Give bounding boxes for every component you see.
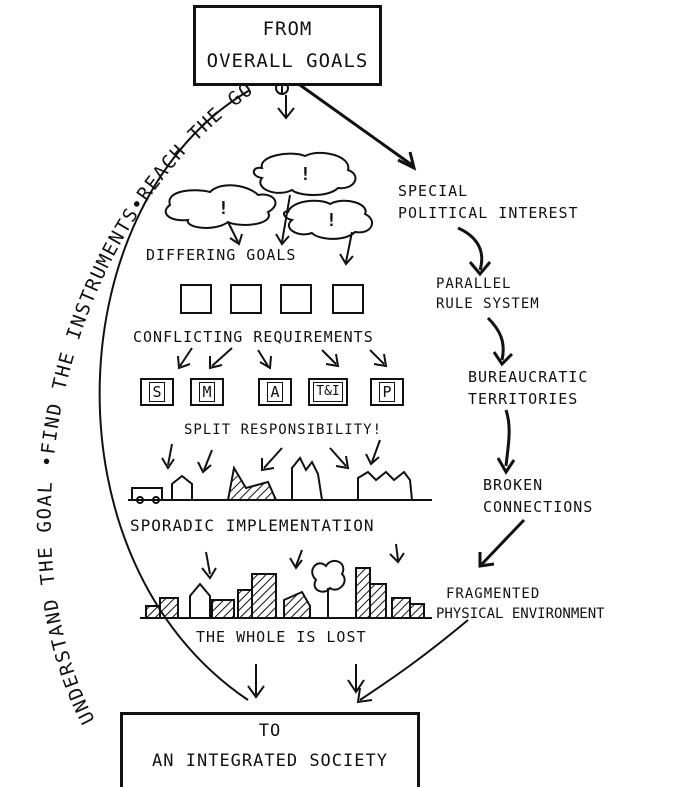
label-special-line2: POLITICAL INTEREST [398,204,579,222]
label-broken-line2: CONNECTIONS [483,498,594,516]
top-box-line1: FROM [262,18,313,40]
label-split-responsibility: SPLIT RESPONSIBILITY! [184,422,383,438]
department-box-p: P [370,378,404,406]
label-sporadic-implementation: SPORADIC IMPLEMENTATION [130,516,375,535]
label-whole-is-lost: THE WHOLE IS LOST [196,628,367,646]
label-bureaucratic-line2: TERRITORIES [468,390,579,408]
label-bureaucratic-line1: BUREAUCRATIC [468,368,589,386]
label-fragmented-line1: FRAGMENTED [446,586,541,602]
cloud-left [164,184,277,229]
label-differing-goals: DIFFERING GOALS [146,246,297,264]
bottom-box-line1: TO [258,721,282,741]
department-label-ti: T&I [313,382,343,402]
cloud-right-mark: ! [326,210,337,231]
label-parallel-line2: RULE SYSTEM [436,296,540,312]
department-box-s: S [140,378,174,406]
department-label-s: S [149,382,165,402]
cloud-top [252,151,357,196]
label-fragmented-line2: PHYSICAL ENVIRONMENT [436,606,605,622]
department-box-ti: T&I [308,378,348,406]
department-label-p: P [379,382,395,402]
arrows-requirements-to-departments [177,347,388,370]
arrows-split-to-buildings [161,439,381,474]
arrow-whole-lost-to-bottom [247,664,365,699]
top-box-line2: OVERALL GOALS [206,50,369,72]
arrows-implementation-to-city [201,543,405,580]
label-broken-line1: BROKEN [483,476,544,494]
arrow-top-to-clouds [277,95,295,120]
bottom-box-line2: AN INTEGRATED SOCIETY [152,751,388,771]
city-skyline [140,559,432,619]
buildings-row-sporadic [128,456,432,504]
department-label-m: M [199,382,215,402]
department-box-a: A [258,378,292,406]
bottom-box-integrated-society: TO AN INTEGRATED SOCIETY [120,712,420,787]
cloud-right [282,199,374,240]
arrow-top-to-special-interest [299,83,417,171]
department-box-m: M [190,378,224,406]
cloud-left-mark: ! [218,198,229,219]
requirement-box-1 [180,284,212,314]
requirement-box-3 [280,284,312,314]
right-chain-arrows [457,226,526,568]
department-label-a: A [267,382,283,402]
label-conflicting-requirements: CONFLICTING REQUIREMENTS [133,328,374,346]
left-return-arc [98,89,251,701]
top-box-overall-goals: FROM OVERALL GOALS [193,5,382,86]
cloud-top-mark: ! [300,164,311,185]
label-parallel-line1: PARALLEL [436,276,512,292]
label-special-line1: SPECIAL [398,182,469,200]
requirement-box-4 [332,284,364,314]
arrow-fragmented-to-bottom [356,619,469,704]
requirement-box-2 [230,284,262,314]
arrows-clouds-down [227,194,354,266]
